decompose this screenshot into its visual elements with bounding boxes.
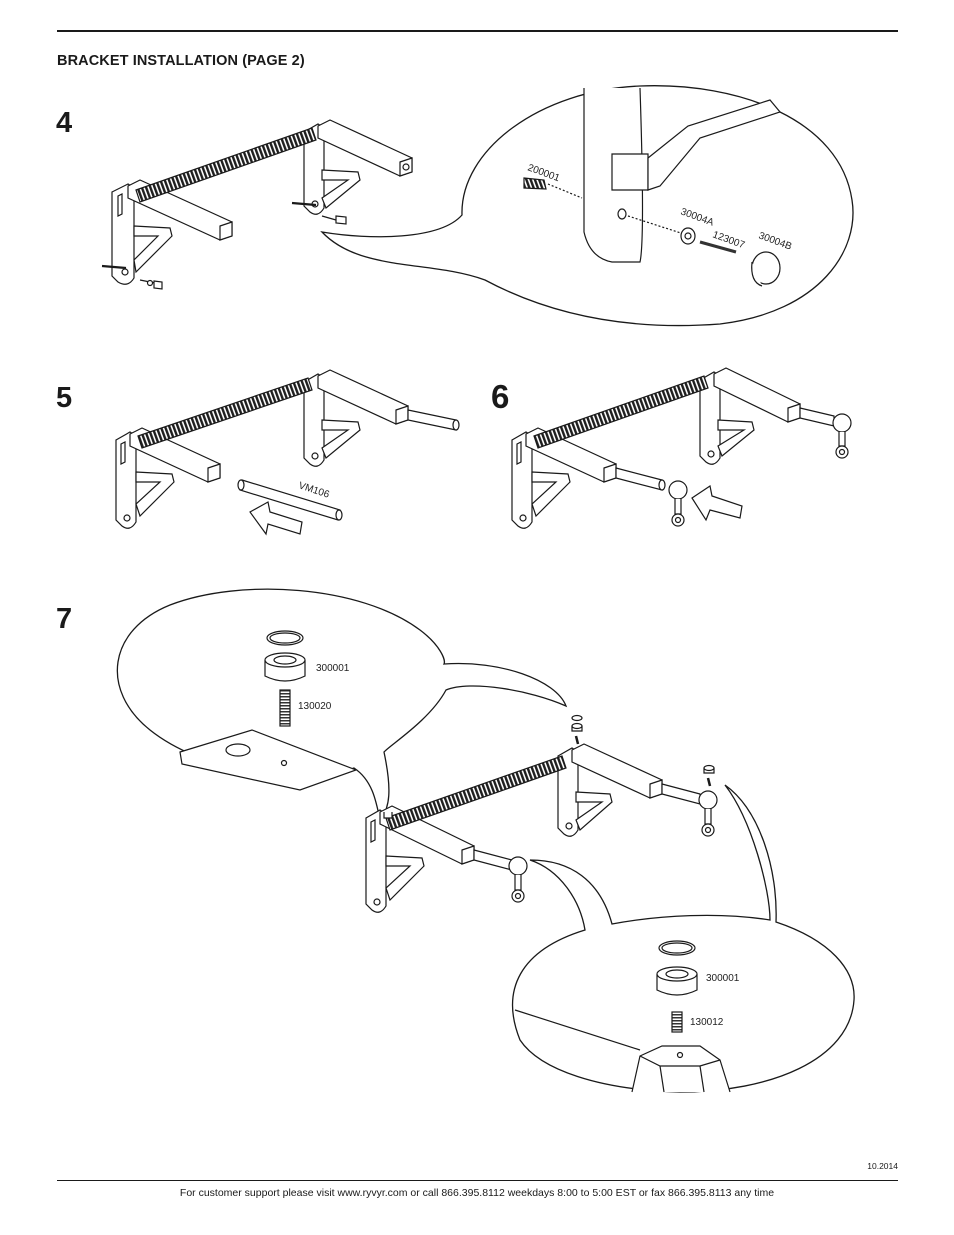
customer-support-footer: For customer support please visit www.ry… xyxy=(179,1187,775,1199)
step-6-bracket-assembly xyxy=(511,367,852,529)
step-7-number: 7 xyxy=(56,603,73,635)
bottom-rule xyxy=(57,1180,898,1181)
part-label-300001-upper: 300001 xyxy=(316,663,350,674)
step-7-lower-callout xyxy=(511,784,855,1093)
part-label-VM106: VM106 xyxy=(297,480,331,500)
step-4-number: 4 xyxy=(56,107,73,139)
step-6-number: 6 xyxy=(491,378,510,415)
top-rule xyxy=(57,30,898,32)
part-label-130020: 130020 xyxy=(298,701,332,712)
step-5-bracket-assembly xyxy=(115,369,460,536)
step-4-detail-parts xyxy=(523,87,782,287)
document-date: 10.2014 xyxy=(867,1161,898,1171)
step-7-lower-detail-parts xyxy=(514,940,731,1093)
part-label-130012: 130012 xyxy=(690,1017,724,1028)
part-label-300001-lower: 300001 xyxy=(706,973,740,984)
step-7-upper-detail-parts xyxy=(179,630,358,791)
step-4-bracket-assembly xyxy=(101,119,413,290)
page-title: BRACKET INSTALLATION (PAGE 2) xyxy=(57,53,305,69)
step-7-bracket-assembly xyxy=(365,714,718,913)
step-5-number: 5 xyxy=(56,382,73,414)
